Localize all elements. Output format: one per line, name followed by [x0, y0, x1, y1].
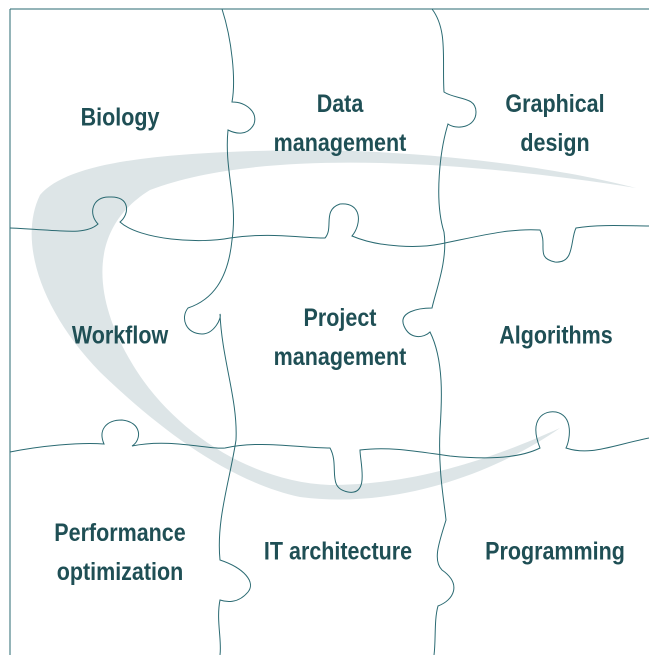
piece-label-algorithms: Algorithms	[499, 317, 612, 356]
piece-label-data-management: Data management	[274, 85, 407, 163]
piece-label-graphical-design: Graphical design	[505, 85, 604, 163]
piece-label-biology: Biology	[81, 99, 160, 138]
project-management-line-2: management	[273, 343, 407, 371]
biology-line-1: Biology	[80, 103, 160, 132]
algorithms-line-1: Algorithms	[499, 321, 613, 350]
project-management-line-1: Project	[303, 304, 377, 332]
data-management-line-1: Data	[316, 90, 364, 118]
workflow-line-1: Workflow	[71, 321, 169, 350]
data-management-line-2: management	[273, 129, 407, 157]
piece-label-it-architecture: IT architecture	[264, 533, 412, 572]
it-architecture-line-1: IT architecture	[263, 537, 413, 566]
piece-label-project-management: Project management	[274, 299, 407, 377]
piece-label-programming: Programming	[485, 533, 625, 572]
cut-line-horizontal-top	[9, 196, 649, 263]
piece-label-performance-optimization: Performance optimization	[54, 514, 185, 592]
swoosh-arc	[31, 150, 637, 500]
cut-line-vertical-right	[402, 8, 477, 655]
performance-optimization-line-2: optimization	[56, 558, 184, 586]
performance-optimization-line-1: Performance	[54, 519, 186, 547]
piece-label-workflow: Workflow	[72, 317, 168, 356]
cut-line-vertical-left	[184, 8, 256, 655]
cut-line-horizontal-bottom	[9, 411, 649, 493]
programming-line-1: Programming	[485, 537, 625, 566]
graphical-design-line-2: design	[520, 129, 590, 157]
graphical-design-line-1: Graphical	[505, 90, 605, 118]
